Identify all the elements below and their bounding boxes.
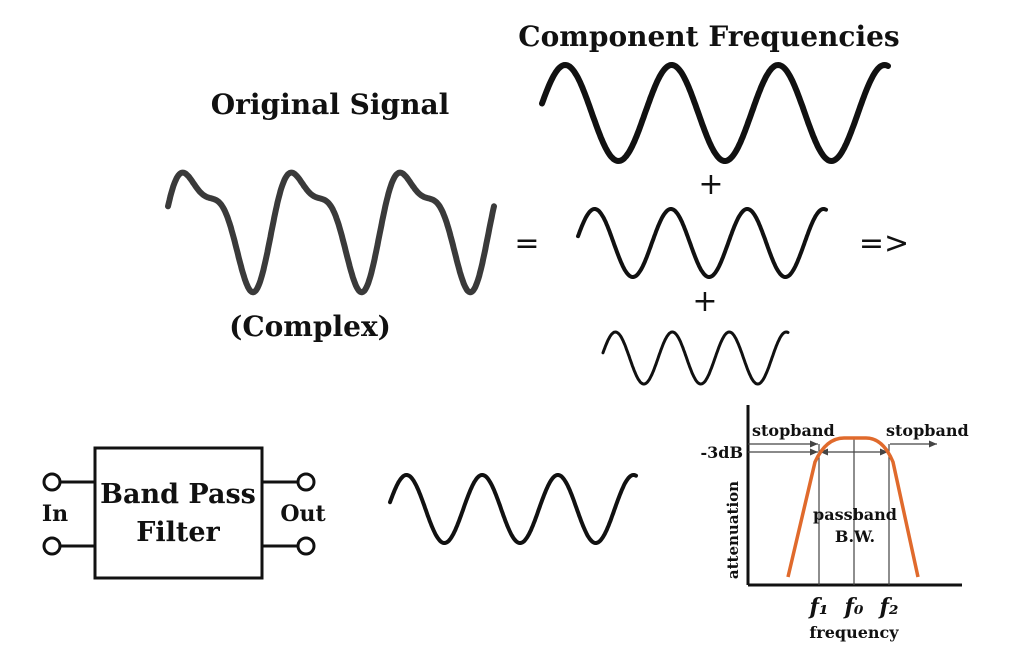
filter-label-line1: Band Pass <box>100 479 256 510</box>
f2-label: f₂ <box>877 594 898 620</box>
plus-sign-2: + <box>692 284 717 319</box>
minus3db-label: -3dB <box>701 443 743 462</box>
band-pass-filter-block: Band Pass Filter In Out <box>42 446 326 580</box>
component-wave-1 <box>539 61 891 165</box>
original-signal-title: Original Signal <box>211 88 449 121</box>
f1-label: f₁ <box>807 594 828 620</box>
passband-label: passband <box>813 505 897 524</box>
output-terminal-top <box>296 472 316 492</box>
stopband-left-label: stopband <box>752 421 835 440</box>
complex-waveform <box>165 169 497 296</box>
filter-response-curve <box>786 436 920 578</box>
y-axis-label: attenuation <box>724 481 742 579</box>
component-wave-2 <box>576 207 828 279</box>
filter-response-plot: stopband stopband -3dB passband B.W. att… <box>701 405 969 642</box>
plus-sign-1: + <box>698 167 723 202</box>
stopband-right-label: stopband <box>886 421 969 440</box>
input-terminal-bottom <box>42 536 62 556</box>
component-wave-3 <box>601 330 790 386</box>
x-axis-label: frequency <box>809 623 899 642</box>
filter-label-line2: Filter <box>136 517 220 548</box>
bandwidth-arrowhead-left <box>820 448 828 456</box>
output-label: Out <box>280 501 326 527</box>
f0-label: f₀ <box>842 594 863 620</box>
input-label: In <box>42 501 68 527</box>
bandwidth-label: B.W. <box>835 527 875 546</box>
equals-sign: = <box>514 226 539 261</box>
stopband-left-arrowhead <box>810 440 818 448</box>
complex-caption: (Complex) <box>229 310 391 343</box>
output-terminal-bottom <box>296 536 316 556</box>
minus3db-arrowhead <box>810 448 818 456</box>
stopband-right-arrowhead <box>929 440 937 448</box>
bandwidth-arrowhead-right <box>880 448 888 456</box>
arrow-symbol: => <box>859 226 909 261</box>
input-terminal-top <box>42 472 62 492</box>
filter-box <box>93 446 264 580</box>
filtered-output-wave <box>388 473 638 545</box>
component-frequencies-title: Component Frequencies <box>518 20 899 53</box>
